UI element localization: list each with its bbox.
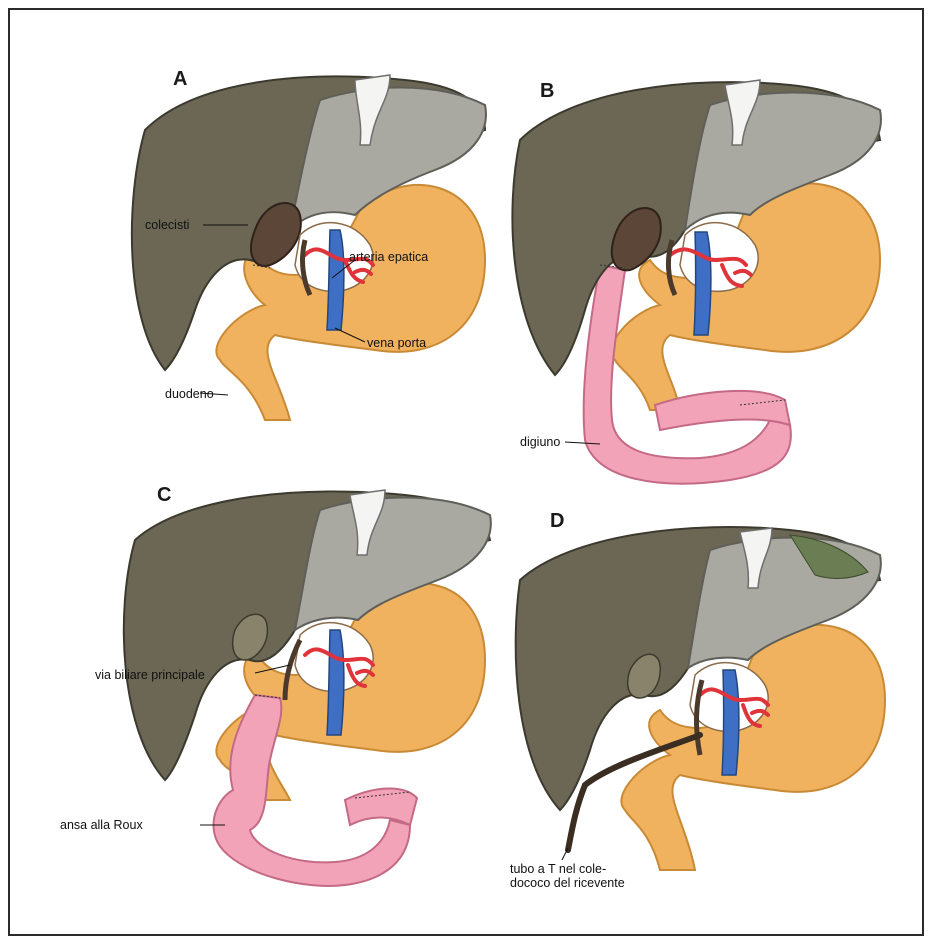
label-t-tube-line1: tubo a T nel cole- — [510, 862, 606, 876]
panel-b-illustration — [500, 60, 900, 500]
label-bile-duct: via biliare principale — [95, 668, 205, 682]
panel-b-letter: B — [540, 80, 554, 103]
label-hepatic-artery: arteria epatica — [349, 250, 428, 264]
figure-frame: A colecisti arteria epatica vena porta d… — [8, 8, 924, 936]
panel-a: A colecisti arteria epatica vena porta d… — [105, 60, 505, 460]
panel-c: C via biliare principale ansa alla Roux — [105, 480, 505, 910]
panel-a-letter: A — [173, 68, 187, 91]
label-roux-loop: ansa alla Roux — [60, 818, 143, 832]
label-jejunum: digiuno — [520, 435, 560, 449]
label-t-tube-line2: dococo del ricevente — [510, 876, 625, 890]
panel-c-letter: C — [157, 484, 171, 507]
panel-c-illustration — [105, 480, 505, 910]
label-duodenum: duodeno — [165, 387, 214, 401]
label-gallbladder: colecisti — [145, 218, 189, 232]
panel-d: D tubo a T nel cole- dococo del ricevent… — [510, 510, 910, 910]
label-t-tube: tubo a T nel cole- dococo del ricevente — [510, 862, 650, 890]
panel-d-letter: D — [550, 510, 564, 533]
panel-d-illustration — [510, 510, 910, 910]
panel-b: B digiuno — [500, 60, 900, 500]
label-portal-vein: vena porta — [367, 336, 426, 350]
